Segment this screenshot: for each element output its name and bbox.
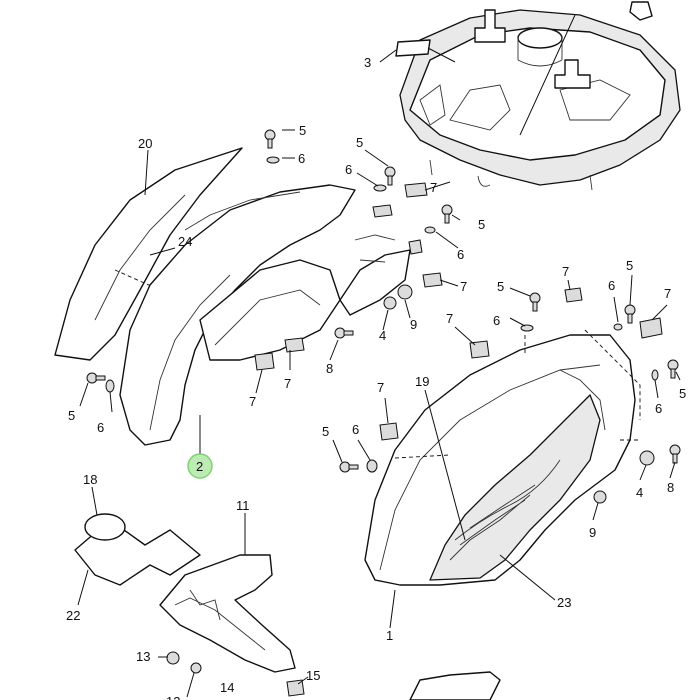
callout-18: 18: [83, 472, 97, 487]
callout-9: 9: [410, 317, 417, 332]
inner-panel: [159, 513, 296, 673]
fasteners: [86, 129, 681, 697]
callout-6: 6: [655, 401, 662, 416]
callout-9: 9: [589, 525, 596, 540]
callout-7: 7: [377, 380, 384, 395]
callout-8: 8: [326, 361, 333, 376]
callout-5: 5: [679, 386, 686, 401]
callout-13: 13: [136, 649, 150, 664]
windscreen: [54, 147, 243, 361]
callout-6: 6: [97, 420, 104, 435]
fuel-tank: [379, 1, 681, 191]
callout-7: 7: [249, 394, 256, 409]
callout-1: 1: [386, 628, 393, 643]
callout-6: 6: [608, 278, 615, 293]
callout-labels: 1 2 3 4 4 5 5 5 5 5 5 5 5 6 6 6 6 6 6 6 …: [66, 55, 686, 700]
callout-8: 8: [667, 480, 674, 495]
highlight-marker: [187, 453, 213, 479]
callout-5: 5: [68, 408, 75, 423]
side-cover: [364, 329, 641, 629]
callout-6: 6: [457, 247, 464, 262]
callout-7: 7: [562, 264, 569, 279]
callout-3: 3: [364, 55, 371, 70]
callout-7: 7: [446, 311, 453, 326]
callout-5: 5: [356, 135, 363, 150]
callout-14: 14: [220, 680, 234, 695]
front-cowl: [119, 184, 411, 455]
callout-7: 7: [430, 180, 437, 195]
callout-5: 5: [478, 217, 485, 232]
callout-4: 4: [636, 485, 643, 500]
leader-lines: [79, 129, 681, 698]
callout-12: 12: [166, 694, 180, 700]
callout-6: 6: [345, 162, 352, 177]
callout-23: 23: [557, 595, 571, 610]
callout-6: 6: [298, 151, 305, 166]
callout-6: 6: [493, 313, 500, 328]
bottom-cover-partial: [409, 671, 501, 700]
callout-5: 5: [322, 424, 329, 439]
callout-22: 22: [66, 608, 80, 623]
callout-20: 20: [138, 136, 152, 151]
callout-6: 6: [352, 422, 359, 437]
callout-5: 5: [299, 123, 306, 138]
callout-7: 7: [460, 279, 467, 294]
callout-19: 19: [415, 374, 429, 389]
callout-5: 5: [626, 258, 633, 273]
callout-2: 2: [196, 459, 203, 474]
callout-5: 5: [497, 279, 504, 294]
callout-24: 24: [178, 234, 192, 249]
callout-4: 4: [379, 328, 386, 343]
callout-7: 7: [664, 286, 671, 301]
lower-panel: [74, 486, 201, 606]
callout-7: 7: [284, 376, 291, 391]
callout-11: 11: [236, 498, 250, 513]
callout-15: 15: [306, 668, 320, 683]
